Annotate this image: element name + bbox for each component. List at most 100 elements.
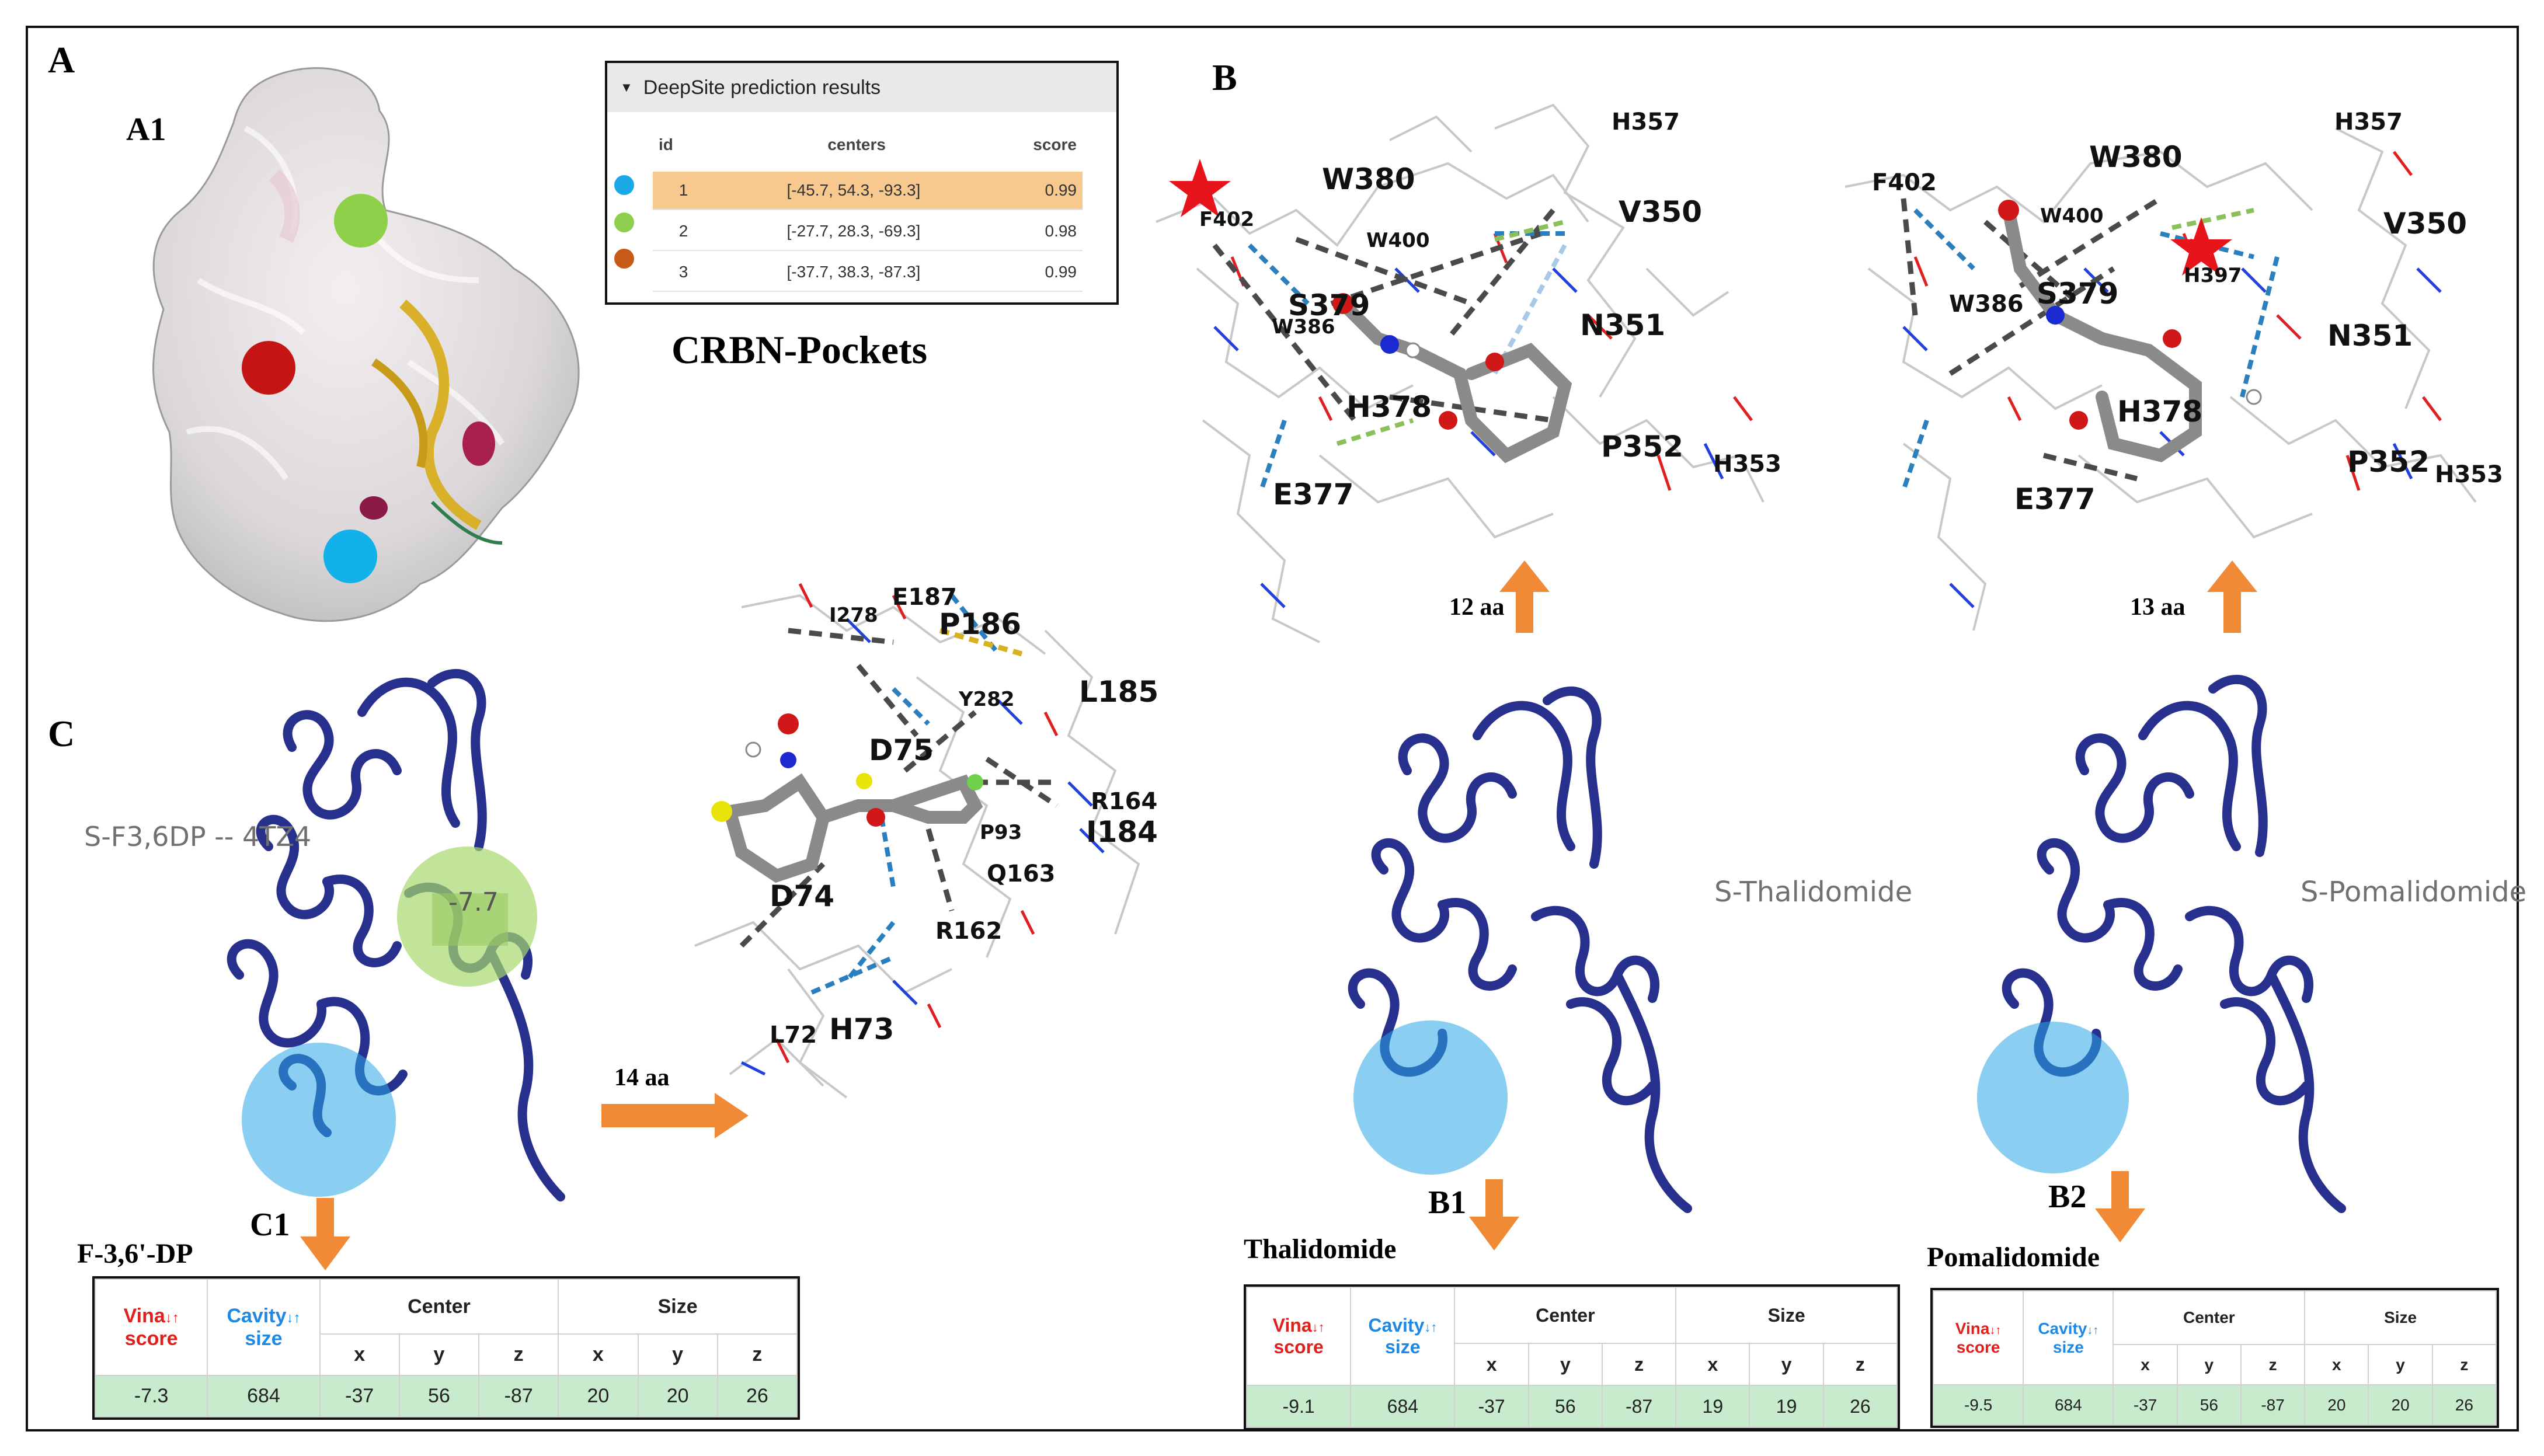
- size-header: Size: [1675, 1287, 1898, 1344]
- deepsite-row[interactable]: 2 [-27.7, 28.3, -69.3] 0.98: [653, 213, 1083, 251]
- cell-size-y: 19: [1749, 1385, 1824, 1428]
- pomalidomide-protein-ribbon: [1977, 674, 2346, 1213]
- row-score: 0.98: [1045, 222, 1077, 240]
- figure-frame: [26, 26, 2519, 1431]
- residue-label: F402: [1199, 208, 1255, 231]
- row-centers: [-45.7, 54.3, -93.3]: [786, 181, 921, 199]
- row-score: 0.99: [1045, 263, 1077, 281]
- vina-score-header[interactable]: Vina↓↑score: [1245, 1287, 1352, 1386]
- pocket-3-dot: [614, 249, 634, 269]
- vina-score-header[interactable]: Vina↓↑score: [94, 1278, 208, 1377]
- pocket-2-marker: [334, 194, 388, 248]
- panel-label-c: C: [48, 713, 75, 754]
- cell-center-z: -87: [478, 1375, 559, 1417]
- cell-cavity-size: 684: [1350, 1385, 1456, 1428]
- residue-label: H378: [2117, 395, 2203, 429]
- table-title-thalidomide: Thalidomide: [1244, 1234, 1397, 1265]
- f36dp-interaction-diagram: [694, 583, 1140, 1099]
- cavity-size-header[interactable]: Cavity↓↑size: [207, 1278, 321, 1377]
- residue-label: W386: [1949, 291, 2024, 318]
- cell-size-x: 20: [2304, 1384, 2369, 1426]
- axis-z: z: [1601, 1343, 1677, 1386]
- crbn-pockets-title: CRBN-Pockets: [671, 328, 928, 372]
- table-title-pomalidomide: Pomalidomide: [1927, 1242, 2100, 1273]
- deepsite-row[interactable]: 3 [-37.7, 38.3, -87.3] 0.99: [653, 253, 1083, 292]
- cell-center-x: -37: [319, 1375, 400, 1417]
- caret-down-icon[interactable]: ▼: [620, 80, 633, 95]
- residue-label: V350: [2383, 207, 2468, 241]
- axis-y: y: [398, 1333, 480, 1377]
- residue-label: I278: [829, 604, 878, 627]
- residue-label: R162: [935, 918, 1003, 945]
- arrow-up-icon: [2223, 590, 2241, 633]
- residue-label: D75: [869, 733, 934, 767]
- vina-score-header[interactable]: Vina↓↑score: [1932, 1290, 2024, 1385]
- residue-label: N351: [2327, 319, 2413, 353]
- axis-y: y: [2176, 1344, 2242, 1385]
- deepsite-results-panel: ▼ DeepSite prediction results id centers…: [605, 61, 1119, 305]
- cavity-size-header[interactable]: Cavity↓↑size: [1350, 1287, 1456, 1386]
- pocket-3-marker: [242, 341, 295, 395]
- axis-z: z: [716, 1333, 798, 1377]
- panel-label-b2: B2: [2048, 1179, 2087, 1215]
- axis-y: y: [2368, 1344, 2433, 1385]
- cell-center-x: -37: [1454, 1385, 1529, 1428]
- panel-label-b: B: [1212, 57, 1237, 98]
- thalidomide-structure-label: S-Thalidomide: [1714, 876, 1913, 908]
- axis-x: x: [2113, 1344, 2178, 1385]
- f36dp-pocket-score: -7.7: [448, 887, 499, 917]
- residue-label: W400: [1366, 229, 1430, 252]
- residue-label: H397: [2184, 264, 2242, 287]
- residue-label: E377: [2014, 482, 2096, 516]
- cell-center-y: 56: [398, 1375, 480, 1417]
- row-centers: [-37.7, 38.3, -87.3]: [786, 263, 921, 281]
- thalidomide-protein-ribbon: [1348, 686, 1692, 1213]
- docking-table-pomalidomide: Vina↓↑score Cavity↓↑size Center Size x y…: [1930, 1288, 2499, 1428]
- cell-size-z: 26: [2431, 1384, 2497, 1426]
- residue-label: E377: [1273, 478, 1354, 511]
- cell-vina-score: -7.3: [94, 1375, 208, 1417]
- deepsite-header[interactable]: ▼ DeepSite prediction results: [607, 63, 1116, 112]
- cell-cavity-size: 684: [207, 1375, 321, 1417]
- arrow-label-c: 14 aa: [614, 1064, 670, 1091]
- axis-y: y: [1527, 1343, 1603, 1386]
- pocket-1-marker: [323, 530, 377, 583]
- cell-center-z: -87: [2240, 1384, 2306, 1426]
- cell-center-y: 56: [2176, 1384, 2242, 1426]
- residue-label: H357: [1612, 109, 1680, 135]
- deepsite-row[interactable]: 1 [-45.7, 54.3, -93.3] 0.99: [653, 172, 1083, 210]
- cell-size-x: 20: [558, 1375, 639, 1417]
- residue-label: D74: [770, 879, 835, 913]
- row-id: 3: [678, 263, 688, 281]
- residue-label: Q163: [987, 861, 1056, 887]
- row-id: 2: [678, 222, 688, 240]
- arrow-down-icon: [2111, 1171, 2129, 1212]
- residue-label: H73: [829, 1012, 895, 1046]
- residue-label: P93: [980, 821, 1022, 844]
- star-marker-icon: [2170, 217, 2232, 276]
- deepsite-title: DeepSite prediction results: [643, 76, 881, 99]
- deepsite-column-headers: id centers score: [653, 127, 1083, 162]
- pocket-2-dot: [614, 213, 634, 232]
- axis-y: y: [1749, 1343, 1824, 1386]
- cavity-size-header[interactable]: Cavity↓↑size: [2023, 1290, 2114, 1385]
- axis-x: x: [1454, 1343, 1529, 1386]
- residue-label: V350: [1619, 195, 1703, 229]
- residue-label: S379: [2037, 277, 2119, 311]
- arrow-label-b1: 12 aa: [1449, 594, 1505, 621]
- f36dp-protein-ribbon: [227, 668, 565, 1201]
- residue-label: S379: [1288, 288, 1370, 322]
- residue-label: L185: [1079, 675, 1159, 709]
- axis-y: y: [637, 1333, 718, 1377]
- cell-center-x: -37: [2113, 1384, 2178, 1426]
- star-marker-icon: [1169, 159, 1231, 217]
- panel-label-b1: B1: [1428, 1185, 1467, 1221]
- residue-label: W386: [1272, 315, 1335, 339]
- axis-x: x: [558, 1333, 639, 1377]
- residue-label: R164: [1091, 788, 1158, 815]
- residue-label: E187: [892, 584, 957, 611]
- cell-center-z: -87: [1601, 1385, 1677, 1428]
- residue-label: H353: [2435, 461, 2503, 488]
- col-id: id: [659, 135, 673, 154]
- cell-size-z: 26: [1822, 1385, 1898, 1428]
